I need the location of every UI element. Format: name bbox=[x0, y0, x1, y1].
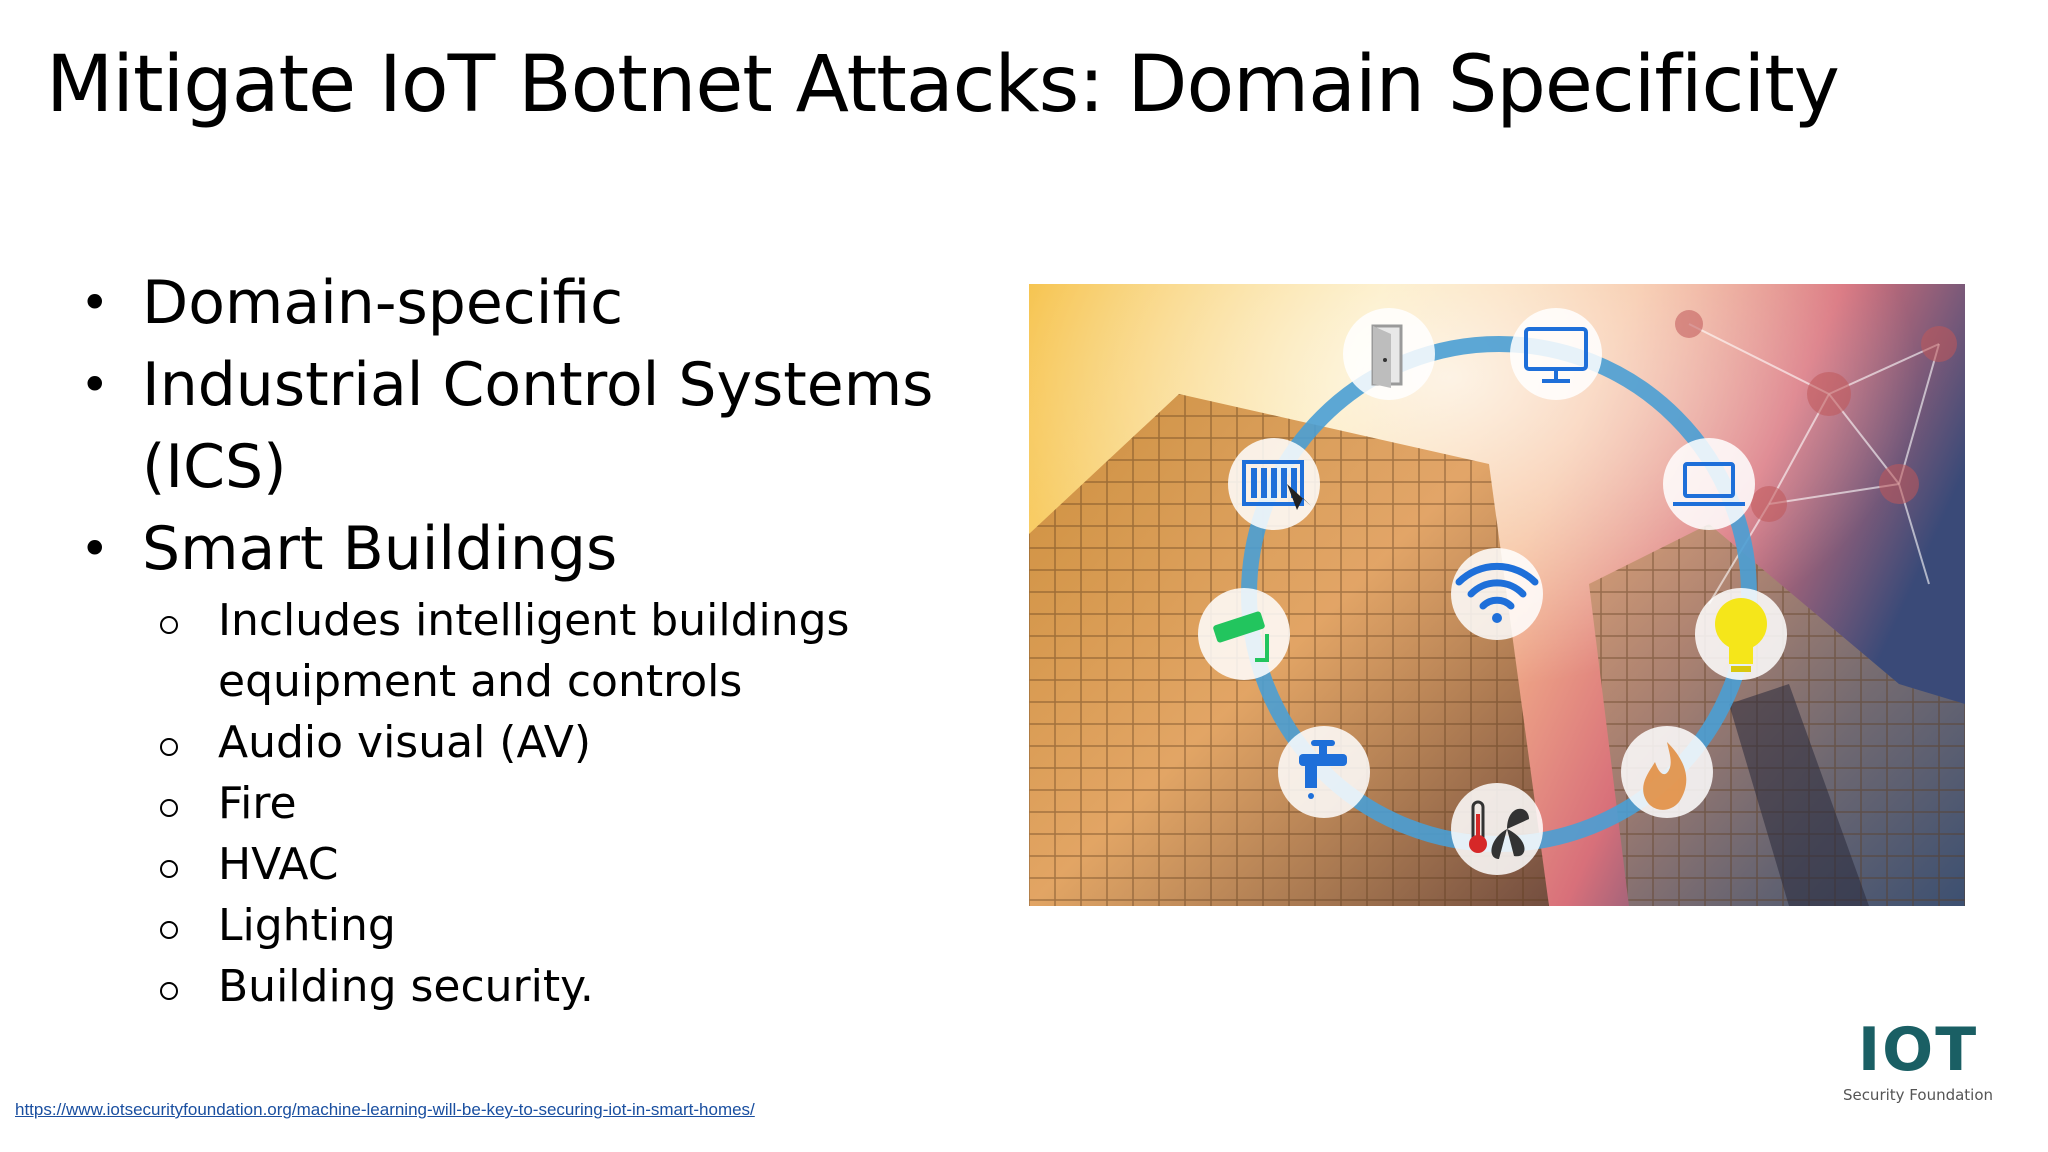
bullet-dot-icon: • bbox=[80, 520, 110, 578]
hollow-bullet-icon bbox=[160, 738, 178, 756]
bullet-item: • Industrial Control Systems (ICS) bbox=[80, 344, 980, 508]
bullet-text: Industrial Control Systems (ICS) bbox=[142, 350, 934, 502]
sub-bullet-text: Building security. bbox=[218, 961, 594, 1012]
security-camera-icon bbox=[1213, 611, 1269, 662]
sub-bullet-item: Includes intelligent buildings equipment… bbox=[158, 590, 980, 712]
lightbulb-icon bbox=[1715, 598, 1767, 672]
sub-bullet-item: Fire bbox=[158, 773, 980, 834]
sub-bullet-text: HVAC bbox=[218, 839, 339, 890]
hollow-bullet-icon bbox=[160, 616, 178, 634]
fan-thermometer-icon bbox=[1469, 800, 1529, 859]
bullet-dot-icon: • bbox=[80, 274, 110, 332]
bullet-text: Domain-specific bbox=[142, 268, 624, 338]
bullet-dot-icon: • bbox=[80, 356, 110, 414]
logo-mark: IOT bbox=[1857, 1015, 1979, 1085]
wifi-icon bbox=[1455, 562, 1539, 623]
iot-security-foundation-logo: IOT Security Foundation bbox=[1838, 1008, 1998, 1118]
hollow-bullet-icon bbox=[160, 982, 178, 1000]
hollow-bullet-icon bbox=[160, 799, 178, 817]
keypad-icon bbox=[1242, 460, 1311, 510]
sub-bullet-item: Building security. bbox=[158, 956, 980, 1017]
logo-caption: Security Foundation bbox=[1842, 1086, 1994, 1104]
bullet-item: • Domain-specific bbox=[80, 262, 980, 344]
bullet-text: Smart Buildings bbox=[142, 514, 618, 584]
sub-bullet-text: Audio visual (AV) bbox=[218, 717, 592, 768]
fire-icon bbox=[1643, 742, 1687, 810]
laptop-icon bbox=[1673, 462, 1745, 506]
smart-building-illustration bbox=[1029, 284, 1965, 906]
sub-bullet-item: Lighting bbox=[158, 895, 980, 956]
sub-bullet-item: HVAC bbox=[158, 834, 980, 895]
hollow-bullet-icon bbox=[160, 860, 178, 878]
door-icon bbox=[1371, 324, 1403, 388]
monitor-icon bbox=[1524, 327, 1588, 383]
slide-title: Mitigate IoT Botnet Attacks: Domain Spec… bbox=[46, 40, 1840, 130]
sub-bullet-text: Fire bbox=[218, 778, 297, 829]
source-link[interactable]: https://www.iotsecurityfoundation.org/ma… bbox=[15, 1100, 755, 1119]
sub-bullet-list: Includes intelligent buildings equipment… bbox=[158, 590, 980, 1017]
sub-bullet-text: Includes intelligent buildings equipment… bbox=[218, 595, 850, 707]
bullet-item: • Smart Buildings bbox=[80, 508, 980, 590]
faucet-icon bbox=[1299, 740, 1347, 799]
sub-bullet-item: Audio visual (AV) bbox=[158, 712, 980, 773]
hollow-bullet-icon bbox=[160, 921, 178, 939]
sub-bullet-text: Lighting bbox=[218, 900, 396, 951]
bullet-list: • Domain-specific • Industrial Control S… bbox=[80, 262, 980, 1017]
